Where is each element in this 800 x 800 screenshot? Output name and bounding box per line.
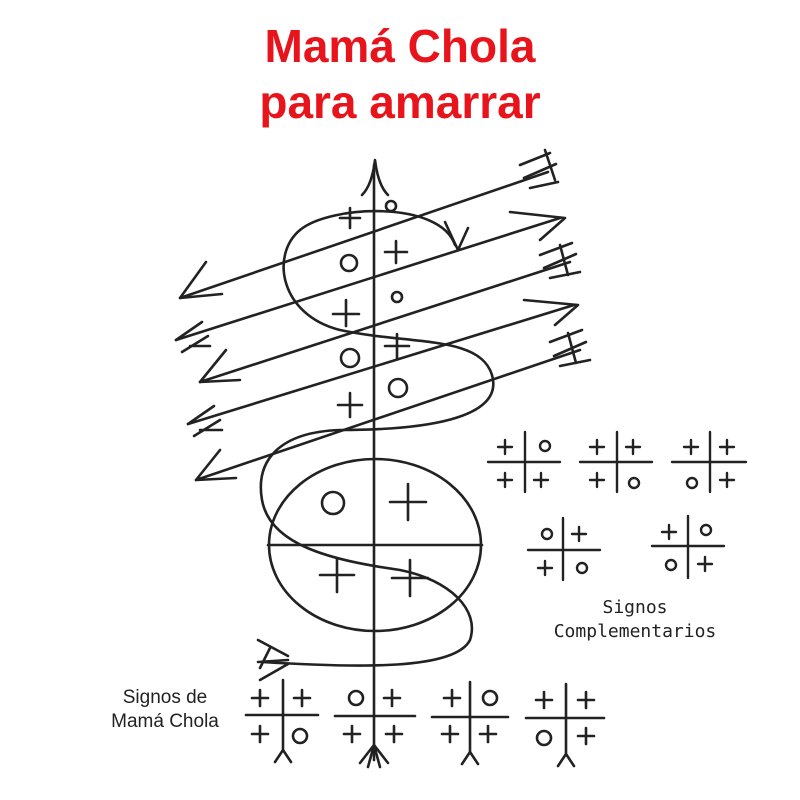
title-line-1: Mamá Chola <box>264 20 536 72</box>
arrow-head-2 <box>508 210 567 242</box>
staff-roots <box>358 743 390 769</box>
circle-sign <box>387 377 409 399</box>
cross-sign <box>336 391 364 419</box>
serpent-head <box>443 220 470 252</box>
arrow-head-3 <box>198 348 242 384</box>
cross-sign <box>390 558 430 598</box>
arrows <box>174 148 592 482</box>
comp-sign-3 <box>670 430 748 494</box>
arrow-head-5 <box>194 448 238 482</box>
staff-signs <box>318 199 430 598</box>
mama-chola-signs <box>244 678 606 768</box>
arrow-fletch-1 <box>518 148 560 190</box>
central-staff <box>358 158 390 769</box>
cross-sign <box>338 206 362 230</box>
cross-sign <box>331 298 361 328</box>
comp-sign-2 <box>578 430 654 494</box>
serpent-tail <box>256 638 290 682</box>
sign-cluster-1 <box>244 678 320 764</box>
arrow-shaft-2 <box>174 216 562 342</box>
title-line-2: para amarrar <box>259 76 541 128</box>
arrow-shaft-5 <box>194 348 582 482</box>
arrow-head-4 <box>522 298 580 327</box>
arrow-fletch-2 <box>174 320 212 354</box>
serpent-curve <box>259 209 495 667</box>
label-mama-chola-signs-line-2: Mamá Chola <box>111 711 219 732</box>
circle-sign <box>339 347 361 369</box>
circle-sign <box>390 290 404 304</box>
circle-sign <box>384 199 398 213</box>
comp-sign-5 <box>650 514 726 580</box>
arrow-fletch-5 <box>548 328 592 368</box>
circle-sign <box>339 253 359 273</box>
arrow-shaft-1 <box>178 170 550 300</box>
cross-sign <box>383 239 409 265</box>
label-complementary-signs-line-1: Signos <box>602 597 668 618</box>
arrow-fletch-3 <box>538 241 582 280</box>
cross-sign <box>318 556 356 594</box>
cross-sign <box>383 332 411 360</box>
sign-cluster-2 <box>333 688 417 744</box>
circle-sign <box>320 490 346 516</box>
label-complementary-signs-line-2: Complementarios <box>553 621 717 642</box>
comp-sign-1 <box>486 430 562 494</box>
complementary-signs <box>486 430 748 582</box>
arrow-fletch-4 <box>186 404 224 438</box>
arrow-shaft-4 <box>186 303 576 426</box>
staff-arrow-tip <box>360 158 390 197</box>
comp-sign-4 <box>526 516 602 582</box>
arrow-shaft-3 <box>198 260 572 384</box>
cross-sign <box>388 482 428 522</box>
label-complementary-signs: Signos Complementarios <box>520 596 750 644</box>
arrow-head-1 <box>178 260 224 300</box>
sign-cluster-4 <box>524 682 606 768</box>
label-mama-chola-signs-line-1: Signos de <box>122 687 208 708</box>
label-mama-chola-signs: Signos de Mamá Chola <box>85 686 245 734</box>
sign-cluster-3 <box>430 680 510 766</box>
